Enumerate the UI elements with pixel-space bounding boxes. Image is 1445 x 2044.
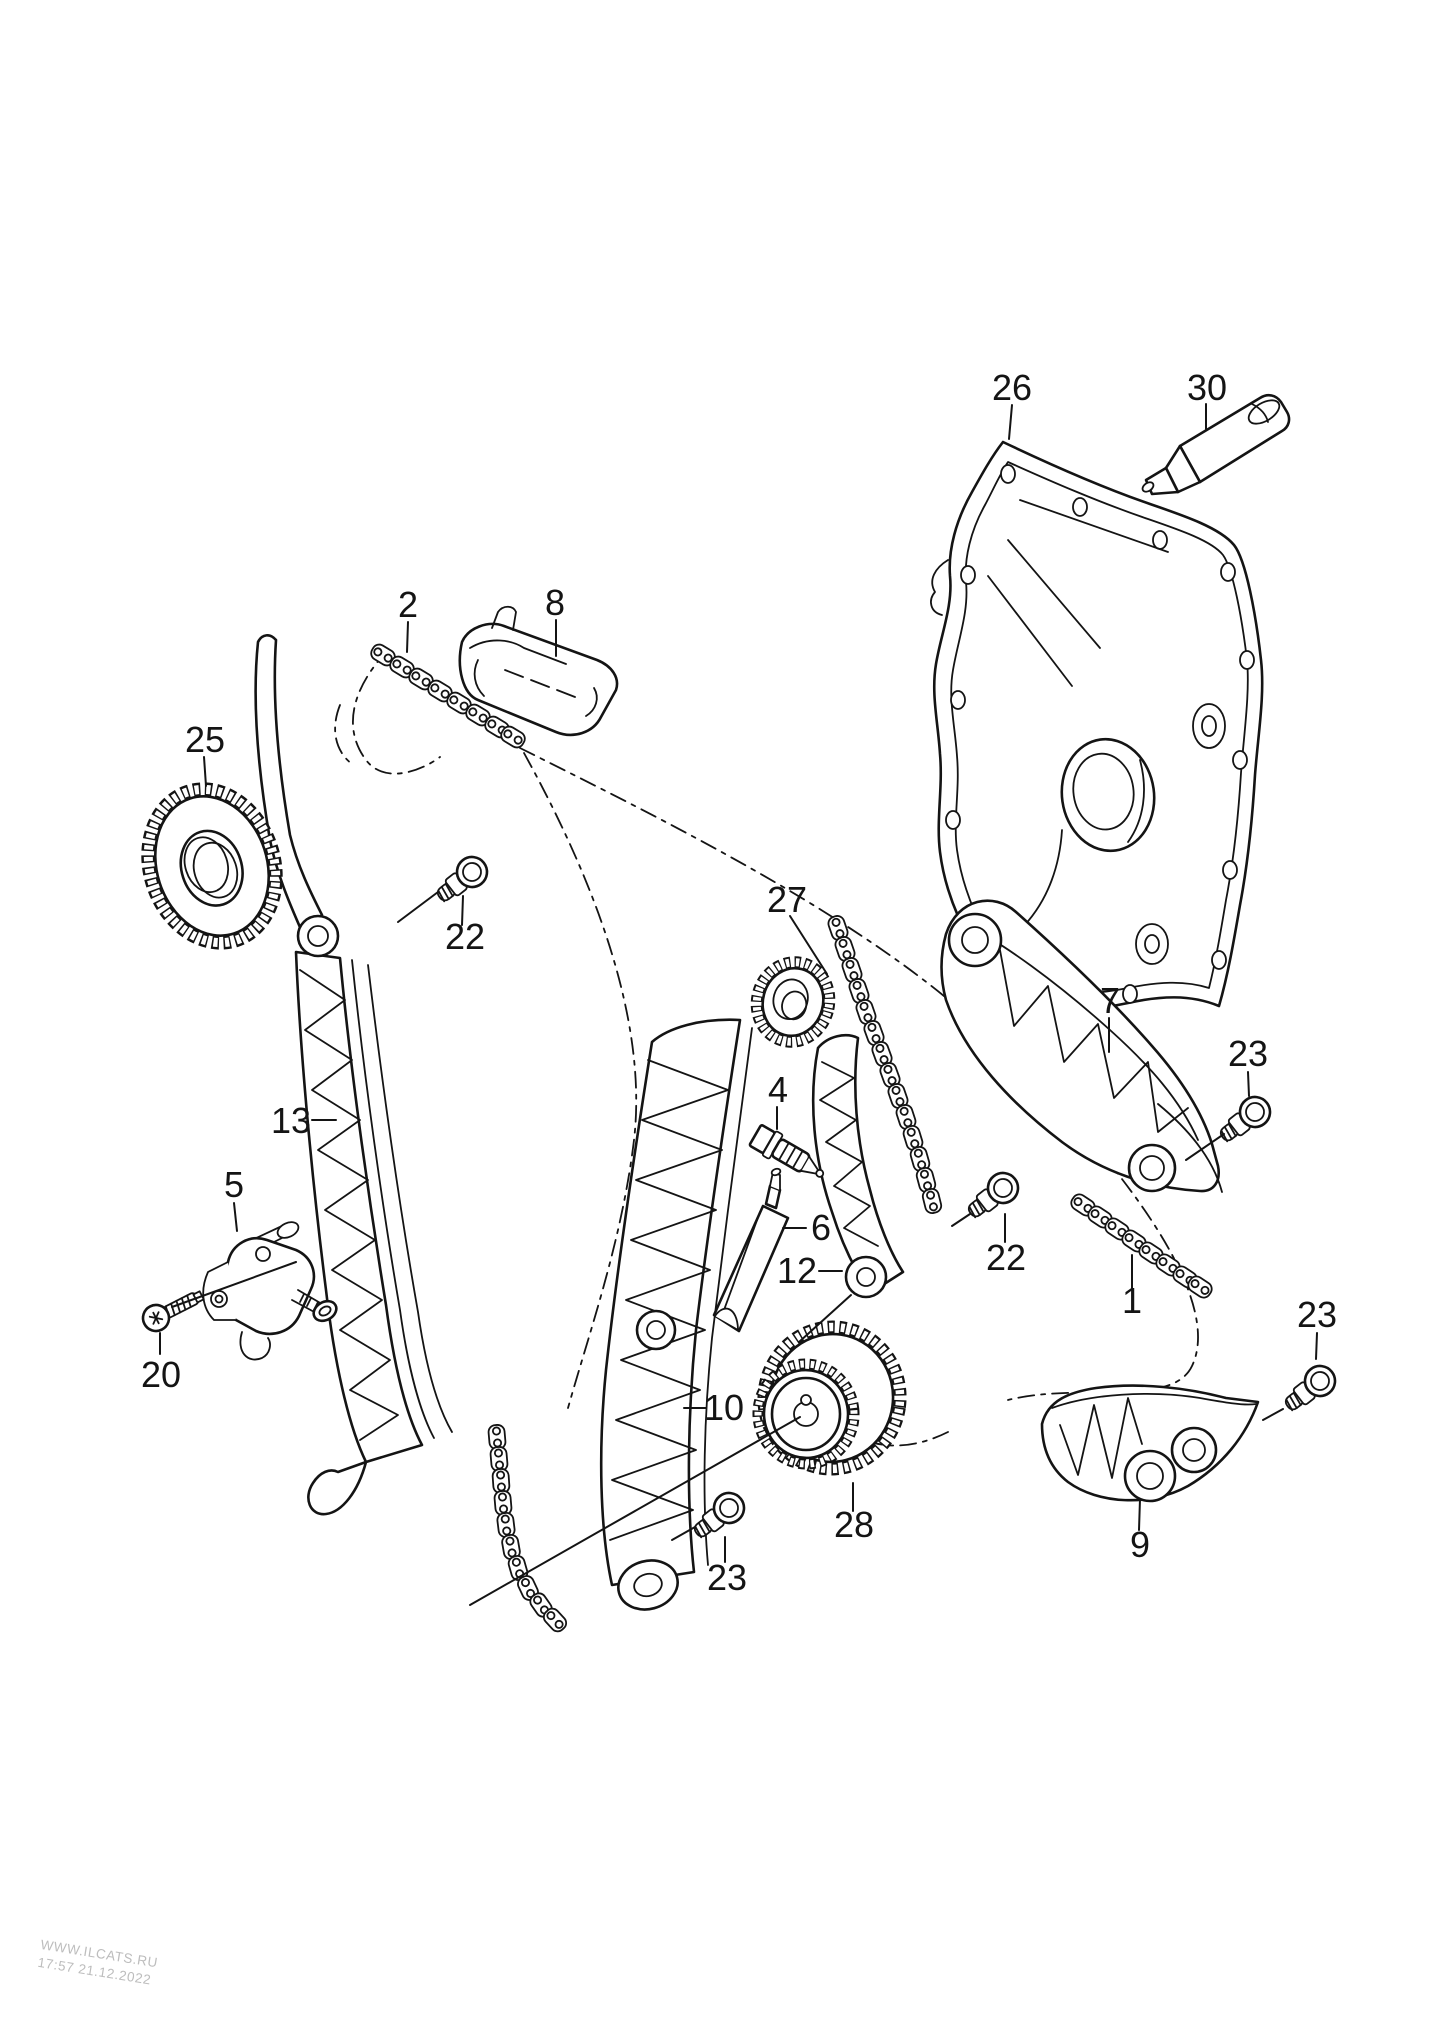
guide-rail-13 [254, 634, 453, 1516]
screw-20 [141, 1290, 205, 1333]
callout-6: 6 [811, 1207, 831, 1248]
callout-22-left: 22 [445, 916, 485, 957]
callout-1: 1 [1122, 1280, 1142, 1321]
callout-2: 2 [398, 584, 418, 625]
callout-9: 9 [1130, 1524, 1150, 1565]
callout-23-bottom: 23 [707, 1557, 747, 1598]
callout-20: 20 [141, 1354, 181, 1395]
callout-26: 26 [992, 367, 1032, 408]
callout-25: 25 [185, 719, 225, 760]
callout-4: 4 [768, 1069, 788, 1110]
leader-lines [159, 403, 1318, 1606]
chain-tensioner-5 [202, 1221, 338, 1361]
crankshaft-seal-bore [1060, 737, 1156, 853]
bolt-23-upper [1212, 1089, 1278, 1151]
callout-labels: 2 8 25 22 26 30 27 7 23 4 13 5 6 12 22 1… [141, 367, 1337, 1598]
callout-27: 27 [767, 879, 807, 920]
callout-12: 12 [777, 1250, 817, 1291]
sealant-tube-30 [1141, 393, 1291, 496]
tensioner-plunger-4 [748, 1124, 825, 1178]
guide-rail-10 [599, 1018, 753, 1611]
callout-5: 5 [224, 1164, 244, 1205]
bolt-23-lower-right [1277, 1358, 1343, 1420]
tensioning-rail-9 [1040, 1384, 1260, 1503]
timing-cover [930, 440, 1264, 1011]
callout-28: 28 [834, 1504, 874, 1545]
callout-10: 10 [704, 1387, 744, 1428]
chain-pad-8 [458, 605, 619, 737]
bolt-23-bottom [686, 1485, 752, 1547]
callout-23-upper: 23 [1228, 1033, 1268, 1074]
bolt-22-left [429, 849, 495, 911]
callout-13: 13 [271, 1100, 311, 1141]
camshaft-sprocket-25 [141, 782, 283, 950]
callout-22-right: 22 [986, 1237, 1026, 1278]
cover-ribs [930, 499, 1169, 931]
sealant-tube-6 [712, 1167, 790, 1333]
callout-30: 30 [1187, 367, 1227, 408]
crankshaft-sprocket-28 [752, 1320, 907, 1476]
bolt-22-right [960, 1165, 1026, 1227]
callout-23-lower: 23 [1297, 1294, 1337, 1335]
sprocket-27 [750, 956, 836, 1048]
chain-lower-left-run [487, 1423, 570, 1636]
callout-8: 8 [545, 582, 565, 623]
callout-7: 7 [1100, 980, 1120, 1021]
